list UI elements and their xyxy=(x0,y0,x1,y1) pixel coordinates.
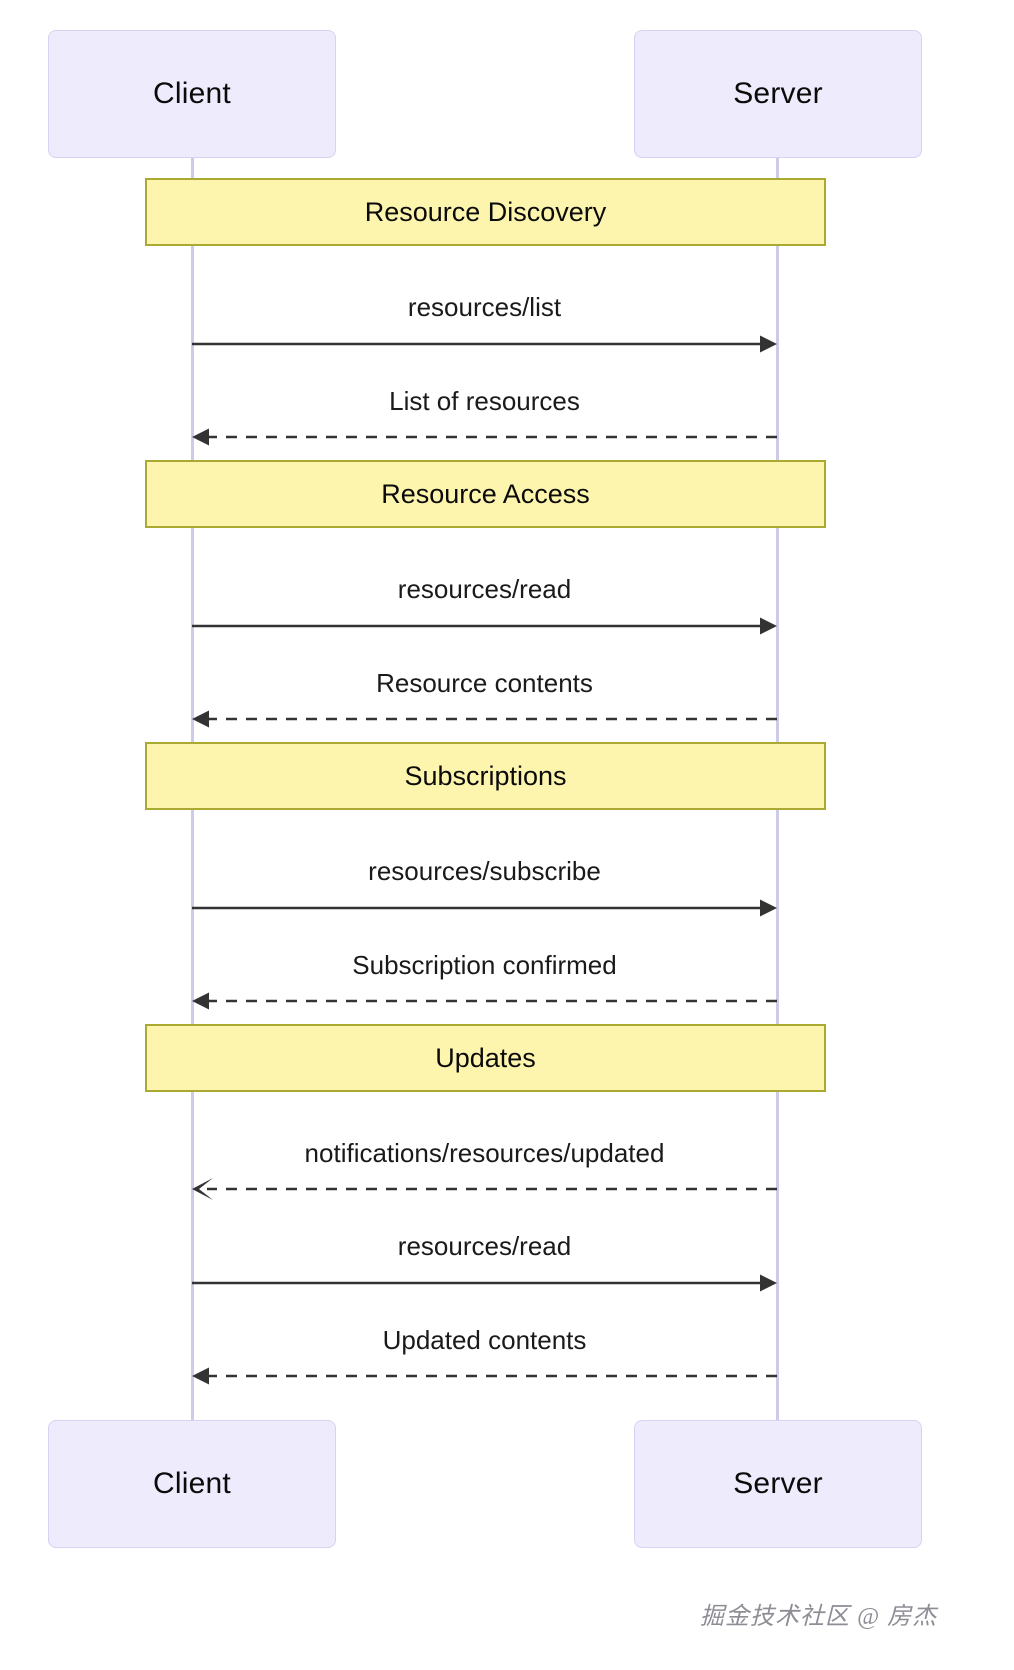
message-label: Subscription confirmed xyxy=(352,950,617,980)
message-arrow-right xyxy=(192,899,777,917)
message-arrow-left xyxy=(192,992,777,1010)
participant-label-client-top: Client xyxy=(153,77,231,110)
participant-box-client-bottom[interactable]: Client xyxy=(48,1420,336,1548)
message-label: List of resources xyxy=(389,386,580,416)
section-label: Subscriptions xyxy=(404,760,567,791)
message-arrow-left xyxy=(192,428,777,446)
participant-label-server-bottom: Server xyxy=(733,1467,823,1500)
section-label: Resource Discovery xyxy=(364,196,607,227)
message-arrow-right xyxy=(192,617,777,635)
section-label: Updates xyxy=(435,1042,536,1073)
message-arrow-left xyxy=(192,1178,777,1200)
section-bar: Resource Discovery xyxy=(145,178,826,246)
message-label: resources/read xyxy=(397,574,572,604)
watermark-text: 掘金技术社区 @ 房杰 xyxy=(700,1604,938,1630)
message-arrow-right xyxy=(192,1274,777,1292)
message-label: notifications/resources/updated xyxy=(304,1138,665,1168)
section-bar: Updates xyxy=(145,1024,826,1092)
section-label: Resource Access xyxy=(381,478,590,509)
message-label: Updated contents xyxy=(382,1325,587,1355)
message-arrow-left xyxy=(192,710,777,728)
section-bar: Resource Access xyxy=(145,460,826,528)
message-arrow-left xyxy=(192,1367,777,1385)
message-label: Resource contents xyxy=(376,668,593,698)
section-bar: Subscriptions xyxy=(145,742,826,810)
participant-box-server-bottom[interactable]: Server xyxy=(634,1420,922,1548)
message-arrow-right xyxy=(192,335,777,353)
message-label: resources/list xyxy=(407,292,562,322)
participant-label-server-top: Server xyxy=(733,77,823,110)
message-label: resources/read xyxy=(397,1231,572,1261)
participant-box-client-top[interactable]: Client xyxy=(48,30,336,158)
participant-label-client-bottom: Client xyxy=(153,1467,231,1500)
message-label: resources/subscribe xyxy=(368,856,601,886)
participant-box-server-top[interactable]: Server xyxy=(634,30,922,158)
